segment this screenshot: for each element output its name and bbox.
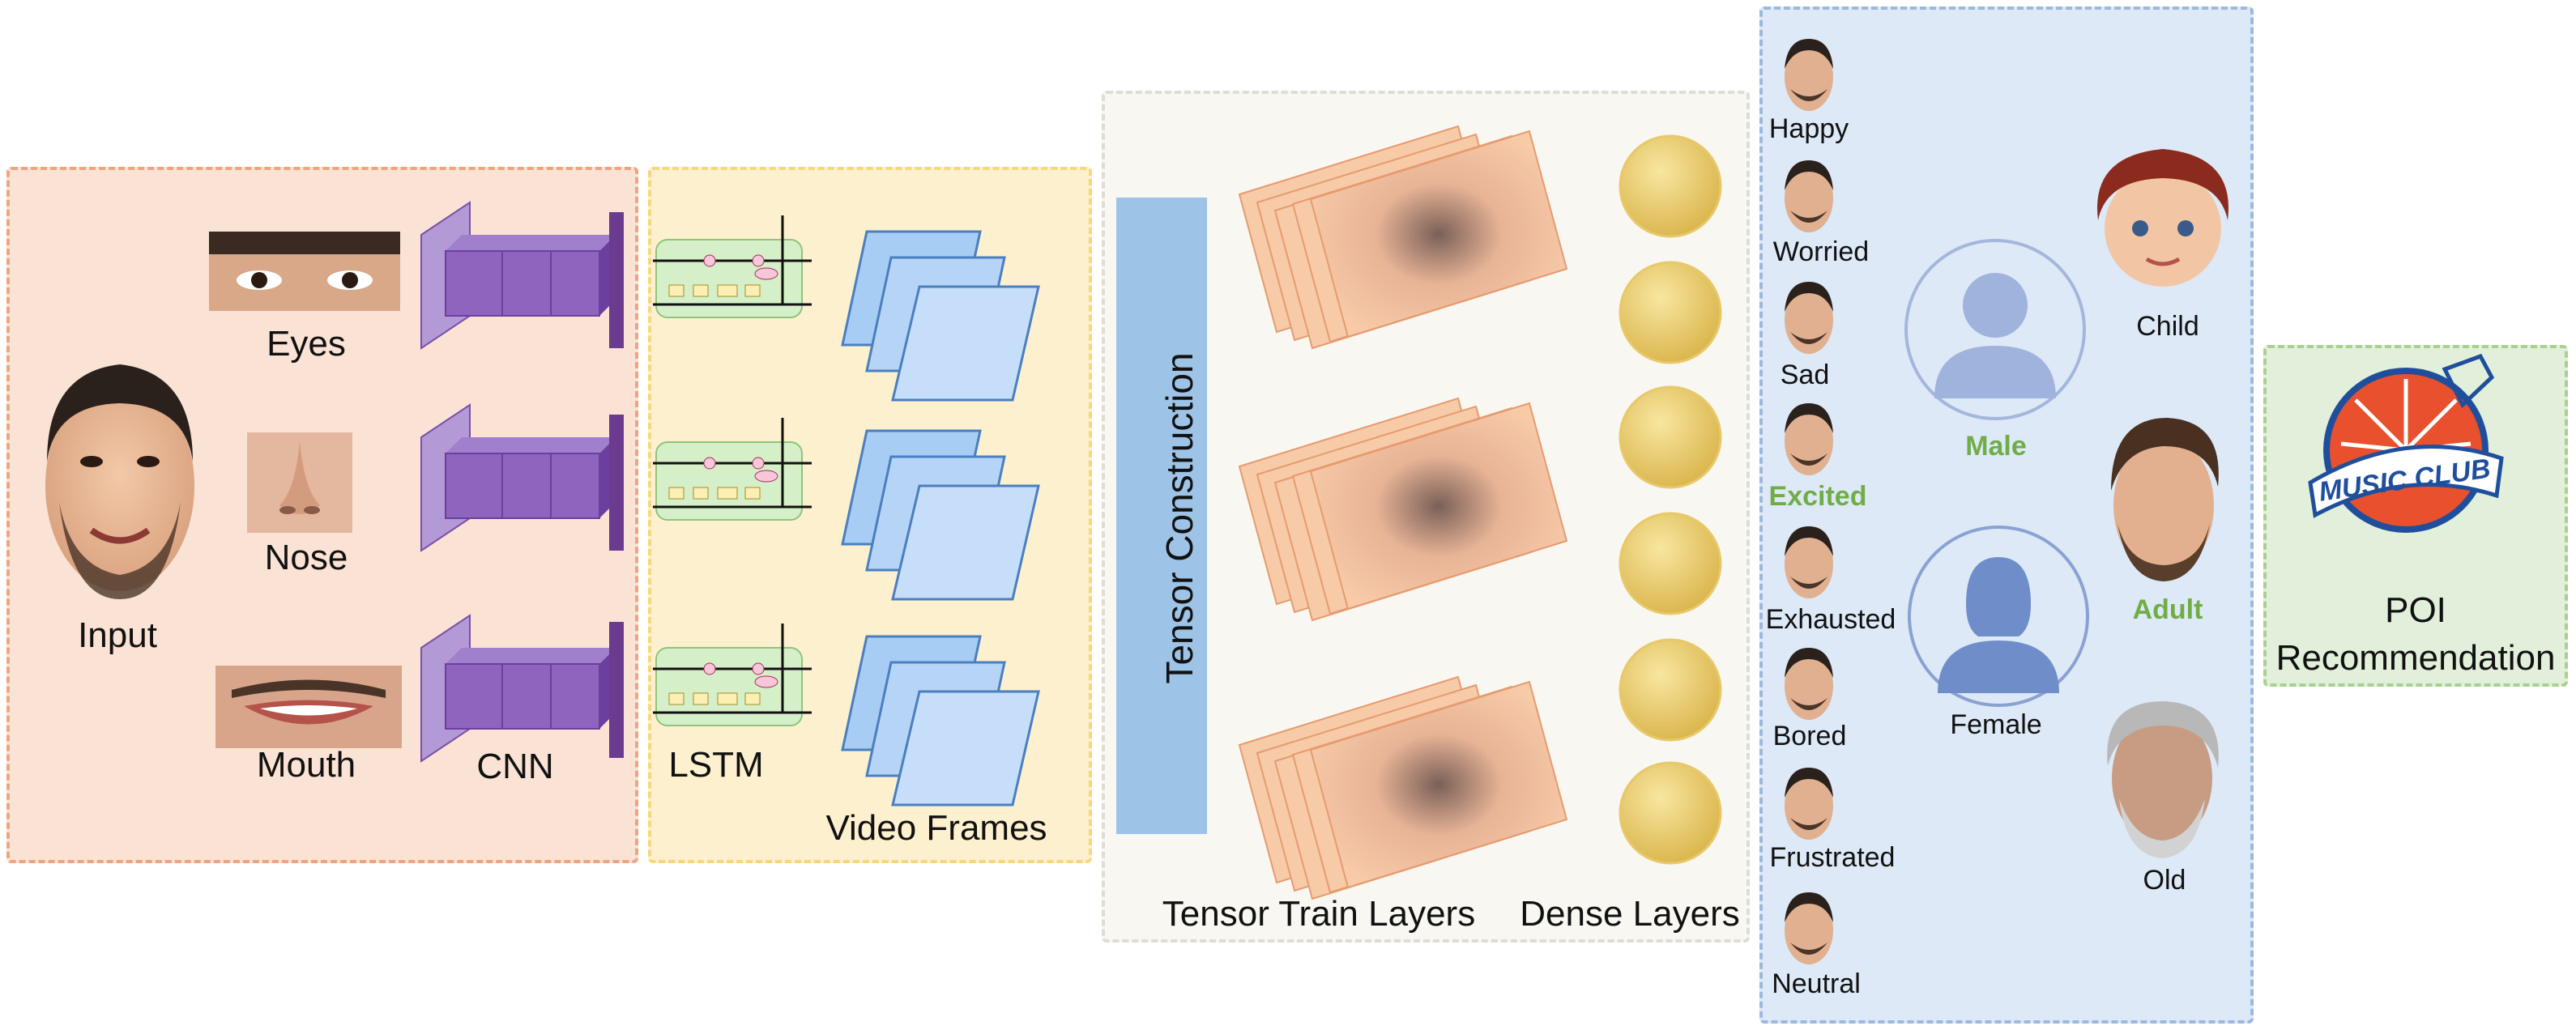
tensor-train-label: Tensor Train Layers [1162,894,1476,934]
emotion-label-happy: Happy [1768,113,1849,144]
lstm-cell-2 [653,418,812,521]
input-label: Input [78,615,157,655]
tensor-train-layer-3 [1238,675,1568,900]
music-club-logo: MUSIC CLUB [2308,353,2504,533]
emotion-face-bored [1785,648,1833,720]
tensor-train-layer-1 [1238,125,1568,350]
male-icon [1904,239,2086,420]
mouth-label: Mouth [256,745,356,785]
gender-label-female: Female [1950,709,2042,740]
emotion-label-neutral: Neutral [1772,968,1861,999]
dense-label: Dense Layers [1520,894,1740,934]
cnn-mouth [420,614,616,763]
poi-label-line2: Recommendation [2275,638,2556,679]
emotion-label-worried: Worried [1772,236,1870,267]
tensor-train-layer-2 [1238,397,1568,622]
cnn-output-bar-2 [609,415,624,551]
emotion-face-exhausted [1785,526,1833,598]
cnn-output-bar-1 [609,212,624,348]
emotion-face-happy [1785,39,1833,111]
lstm-cell-1 [653,215,812,318]
cnn-nose [420,403,616,552]
poi-label-line1: POI [2385,590,2446,630]
cnn-eyes [420,201,616,350]
emotion-face-worried [1785,160,1833,232]
mouth-image [215,666,402,748]
cnn-output-bar-3 [609,622,624,758]
lstm-label: LSTM [668,745,764,785]
female-icon [1908,526,2089,707]
age-label-adult: Adult [2132,594,2203,625]
emotion-face-excited [1785,403,1833,475]
age-label-child: Child [2136,311,2199,342]
tensor-construction-label: Tensor Construction [1158,352,1201,684]
age-label-old: Old [2143,865,2186,896]
adult-avatar [2111,418,2219,581]
poi-recommendation-label: POI Recommendation [2276,586,2556,683]
eyes-label: Eyes [267,324,346,364]
nose-image [247,432,352,533]
child-avatar [2097,149,2228,287]
eyes-image [209,232,400,311]
emotion-face-sad [1785,282,1833,354]
dense-layer-nodes [1619,134,1722,865]
emotion-label-exhausted: Exhausted [1765,604,1896,635]
gender-label-male: Male [1965,431,2027,462]
old-avatar [2107,701,2219,858]
video-frames-label: Video Frames [825,808,1047,848]
video-frames-2 [841,429,1040,601]
video-frames-1 [841,230,1040,402]
emotion-face-neutral [1785,892,1833,964]
emotion-label-bored: Bored [1772,721,1847,751]
cnn-label: CNN [476,747,554,786]
emotion-label-sad: Sad [1780,360,1830,390]
video-frames-3 [841,635,1040,807]
emotion-label-frustrated: Frustrated [1769,842,1896,873]
nose-label: Nose [264,538,348,577]
lstm-cell-3 [653,624,812,726]
input-face [45,364,194,599]
tensor-construction-bar [1116,198,1207,834]
emotion-label-excited: Excited [1768,481,1867,512]
emotion-face-frustrated [1785,768,1833,840]
